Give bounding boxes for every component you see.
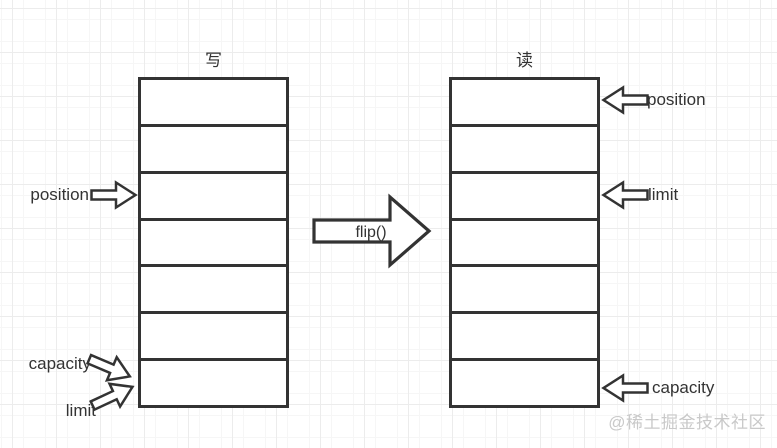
buffer-cell bbox=[141, 358, 286, 405]
read-position-label: position bbox=[647, 90, 706, 109]
write-buffer bbox=[138, 77, 289, 408]
buffer-cell bbox=[141, 217, 286, 265]
read-buffer bbox=[449, 77, 600, 408]
flip-label: flip() bbox=[355, 224, 387, 241]
write-limit-arrow-icon bbox=[85, 372, 141, 419]
write-buffer-title: 写 bbox=[205, 51, 222, 70]
buffer-cell bbox=[452, 358, 597, 405]
write-position-label: position bbox=[30, 185, 89, 204]
write-position-arrow-icon bbox=[90, 180, 138, 210]
write-limit-label: limit bbox=[65, 401, 96, 420]
write-capacity-arrow-icon bbox=[82, 345, 138, 391]
buffer-cell bbox=[452, 80, 597, 124]
buffer-cell bbox=[452, 217, 597, 265]
buffer-cell bbox=[141, 170, 286, 218]
read-limit-label: limit bbox=[648, 185, 679, 204]
flip-arrow-icon bbox=[312, 193, 432, 269]
buffer-cell bbox=[141, 311, 286, 358]
watermark: @稀土掘金技术社区 bbox=[608, 413, 766, 432]
buffer-cell bbox=[452, 123, 597, 171]
read-capacity-label: capacity bbox=[652, 378, 715, 397]
read-limit-arrow-icon bbox=[601, 180, 649, 210]
buffer-cell bbox=[452, 311, 597, 358]
buffer-cell bbox=[141, 123, 286, 171]
buffer-cell bbox=[452, 170, 597, 218]
read-capacity-arrow-icon bbox=[601, 373, 649, 403]
write-capacity-label: capacity bbox=[28, 354, 91, 373]
read-position-arrow-icon bbox=[601, 85, 649, 115]
read-buffer-title: 读 bbox=[516, 51, 533, 70]
buffer-cell bbox=[141, 80, 286, 124]
buffer-cell bbox=[141, 264, 286, 311]
buffer-cell bbox=[452, 264, 597, 311]
